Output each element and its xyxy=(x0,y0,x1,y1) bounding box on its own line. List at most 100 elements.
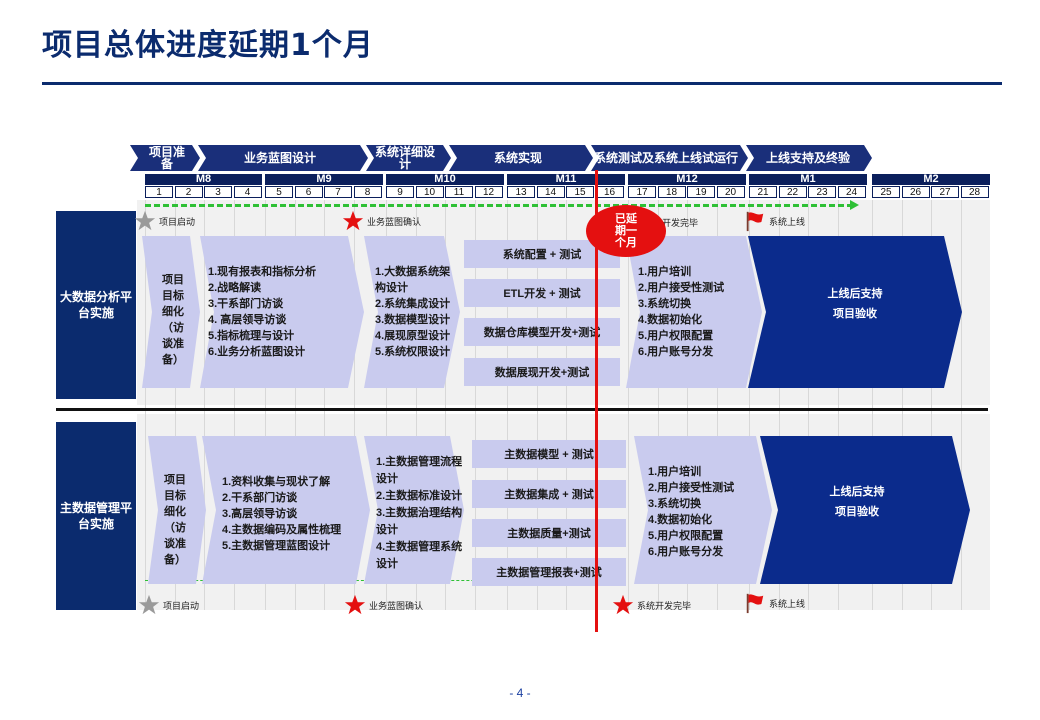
week-5: 5 xyxy=(265,186,293,198)
grid-column xyxy=(657,200,687,610)
week-28: 28 xyxy=(960,186,989,198)
week-21: 21 xyxy=(749,186,777,198)
grid-column xyxy=(872,200,901,610)
star-red-icon xyxy=(344,594,366,615)
flag-red-icon xyxy=(746,211,764,232)
bigdata-impl-4: 数据展现开发+测试 xyxy=(464,358,620,386)
milestone-label: 开发完毕 xyxy=(662,218,699,228)
phase-blueprint: 业务蓝图设计 xyxy=(243,151,316,165)
milestone-golive-top: 系统上线 xyxy=(744,210,805,232)
month-m12: M12 xyxy=(628,174,746,185)
week-7: 7 xyxy=(324,186,352,198)
delay-badge: 已延期一个月 xyxy=(586,205,666,257)
week-15: 15 xyxy=(566,186,594,198)
milestone-blueprint-top: 业务蓝图确认 xyxy=(342,210,421,232)
grid-column xyxy=(324,200,353,610)
week-24: 24 xyxy=(837,186,866,198)
current-date-line xyxy=(595,170,598,632)
star-red-icon xyxy=(612,594,634,615)
grid-column xyxy=(749,200,778,610)
week-8: 8 xyxy=(353,186,382,198)
star-grey-icon xyxy=(138,594,160,615)
bigdata-chevrons xyxy=(142,236,962,388)
progress-arrow xyxy=(145,204,853,207)
milestone-label: 项目启动 xyxy=(163,600,200,611)
row-title-bigdata: 大数据分析平台实施 xyxy=(56,211,136,399)
week-12: 12 xyxy=(474,186,503,198)
month-m2: M2 xyxy=(872,174,990,185)
grid-column xyxy=(145,200,174,610)
grid-column xyxy=(415,200,445,610)
mdm-impl-3: 主数据质量+测试 xyxy=(472,519,626,547)
milestone-dev-done-top: 开发完毕 xyxy=(662,216,698,229)
row-separator xyxy=(56,408,988,411)
week-4: 4 xyxy=(233,186,262,198)
milestone-label: 系统开发完毕 xyxy=(637,600,692,611)
mdm-test-text: 1.用户培训 2.用户接受性测试 3.系统切换 4.数据初始化 5.用户权限配置… xyxy=(648,466,735,558)
grid-column xyxy=(174,200,204,610)
page-number: - 4 - xyxy=(509,686,531,700)
grid-column xyxy=(294,200,324,610)
mdm-detail-text: 1.主数据管理流程设计 2.主数据标准设计 3.主数据治理结构设计 4.主数据管… xyxy=(376,456,463,570)
week-20: 20 xyxy=(716,186,745,198)
phase-chevrons xyxy=(130,145,872,171)
phase-testing: 系统测试及系统上线试运行 xyxy=(593,151,738,165)
grid-column xyxy=(233,200,263,610)
grid-column xyxy=(901,200,931,610)
milestone-kickoff-bottom: 项目启动 xyxy=(138,594,199,616)
bigdata-impl-2: ETL开发 + 测试 xyxy=(464,279,620,307)
grid-column xyxy=(628,200,657,610)
bigdata-impl-3: 数据仓库模型开发+测试 xyxy=(464,318,620,346)
milestone-kickoff-top: 项目启动 xyxy=(134,210,195,232)
delay-badge-label: 已延期一个月 xyxy=(615,213,637,249)
bigdata-support-text: 上线后支持 项目验收 xyxy=(827,288,883,320)
grid-column xyxy=(445,200,474,610)
milestone-label: 业务蓝图确认 xyxy=(367,216,422,227)
week-27: 27 xyxy=(931,186,959,198)
star-red-icon xyxy=(342,210,364,231)
week-2: 2 xyxy=(174,186,203,198)
month-m9: M9 xyxy=(265,174,383,185)
grid-column xyxy=(778,200,808,610)
grid-column xyxy=(353,200,383,610)
week-19: 19 xyxy=(687,186,715,198)
grid-column xyxy=(931,200,960,610)
mdm-impl-4: 主数据管理报表+测试 xyxy=(472,558,626,586)
month-m8: M8 xyxy=(145,174,262,185)
week-6: 6 xyxy=(294,186,323,198)
month-m10: M10 xyxy=(386,174,504,185)
week-17: 17 xyxy=(628,186,656,198)
phase-detail-design: 系统详细设计 xyxy=(374,145,435,171)
grid-column xyxy=(536,200,566,610)
mdm-chevrons xyxy=(148,436,970,584)
grid-column xyxy=(808,200,837,610)
bigdata-detail-text: 1.大数据系统架构设计 2.系统集成设计 3.数据模型设计 4.展现原型设计 5… xyxy=(375,266,451,358)
grid-column xyxy=(265,200,294,610)
milestone-label: 系统上线 xyxy=(769,598,806,609)
flag-red-icon xyxy=(746,593,764,614)
bigdata-prep-text: 项目目标细化（访谈准备） xyxy=(162,274,184,366)
mdm-support-text: 上线后支持 项目验收 xyxy=(829,486,885,518)
title-divider xyxy=(42,82,1002,85)
grid-column xyxy=(566,200,595,610)
milestone-dev-done-bottom: 系统开发完毕 xyxy=(612,594,691,616)
phase-support: 上线支持及终验 xyxy=(765,151,850,165)
grid-column xyxy=(716,200,746,610)
week-25: 25 xyxy=(872,186,900,198)
week-16: 16 xyxy=(595,186,624,198)
week-3: 3 xyxy=(204,186,232,198)
week-18: 18 xyxy=(657,186,686,198)
week-11: 11 xyxy=(445,186,473,198)
month-m11: M11 xyxy=(507,174,625,185)
mdm-prep-text: 项目目标细化（访谈准备） xyxy=(164,474,186,566)
grid-column xyxy=(204,200,233,610)
progress-arrowhead xyxy=(850,200,859,210)
week-13: 13 xyxy=(507,186,535,198)
week-14: 14 xyxy=(536,186,565,198)
phase-prep: 项目准备 xyxy=(148,145,185,171)
star-grey-icon xyxy=(134,210,156,231)
mdm-impl-2: 主数据集成 + 测试 xyxy=(472,480,626,508)
grid-column xyxy=(837,200,867,610)
milestone-golive-bottom: 系统上线 xyxy=(744,592,805,614)
grid-column xyxy=(507,200,536,610)
